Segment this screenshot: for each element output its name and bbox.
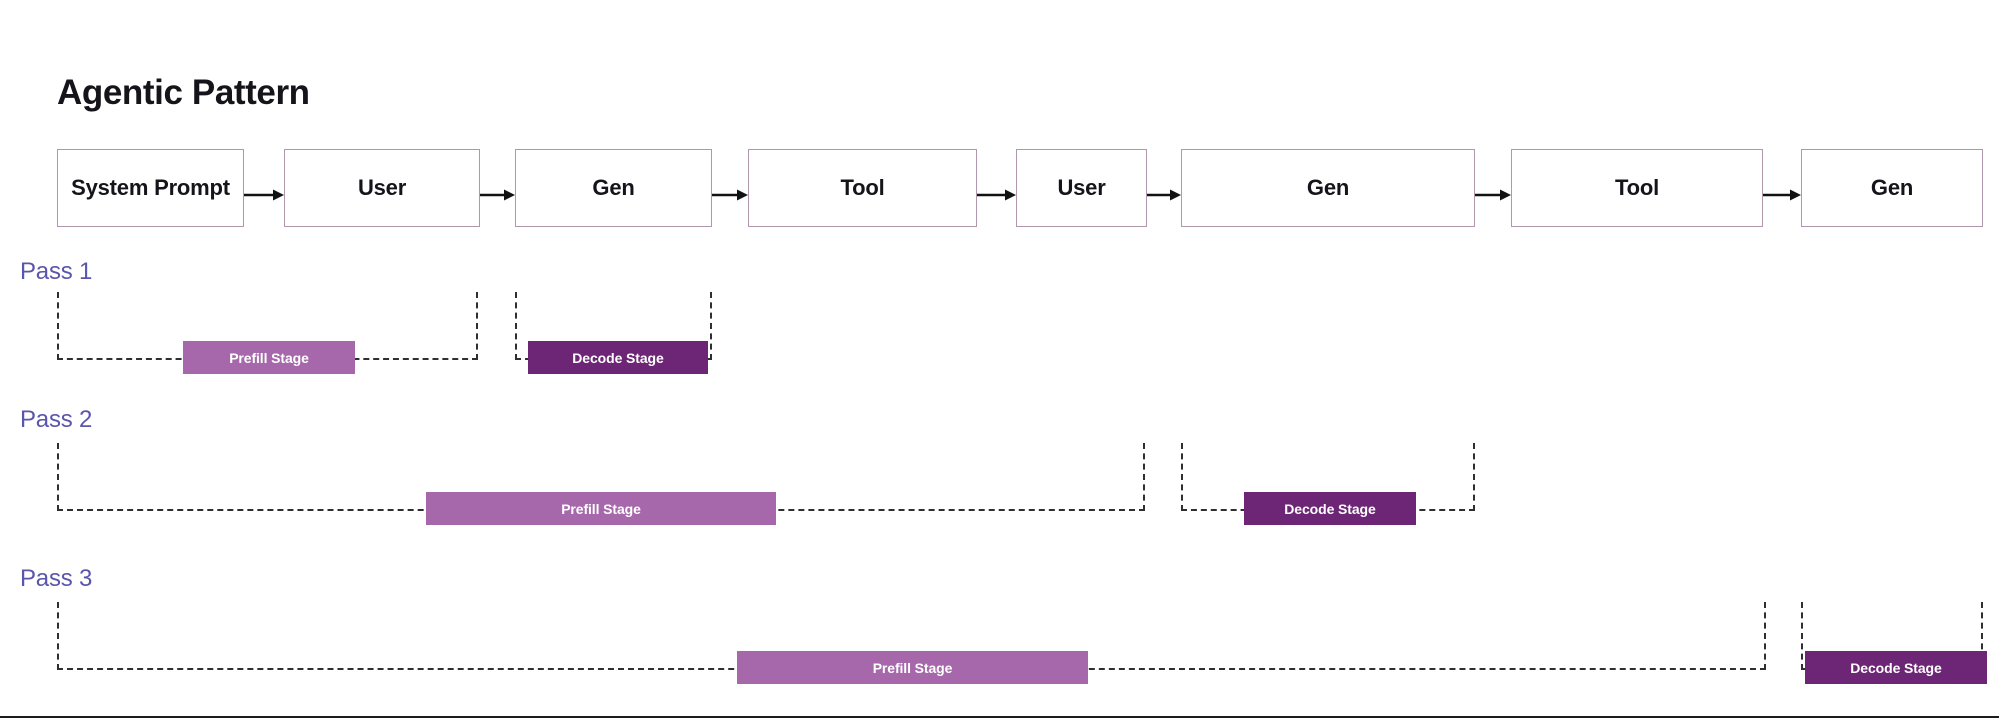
stage-box-user[interactable]: User	[284, 149, 480, 227]
stage-box-label: Gen	[592, 175, 635, 200]
prefill-stage-bar[interactable]: Prefill Stage	[183, 341, 355, 374]
prefill-stage-bar-label: Prefill Stage	[229, 349, 309, 366]
prefill-stage-bar-label: Prefill Stage	[872, 659, 953, 676]
right-arrow-icon	[977, 188, 1016, 202]
stage-box-system-prompt[interactable]: System Prompt	[57, 149, 244, 227]
prefill-stage-bar-label: Prefill Stage	[561, 500, 641, 517]
pass-label-1: Pass 1	[20, 258, 93, 285]
decode-stage-bar-label: Decode Stage	[1284, 500, 1376, 517]
right-arrow-icon	[1147, 188, 1181, 202]
stage-box-user[interactable]: User	[1016, 149, 1147, 227]
pass-label-2: Pass 2	[20, 406, 93, 433]
stage-box-label: User	[357, 175, 407, 200]
decode-stage-bar[interactable]: Decode Stage	[528, 341, 708, 374]
bottom-divider	[0, 716, 1999, 718]
stage-box-label: Gen	[1870, 175, 1914, 200]
prefill-stage-bar[interactable]: Prefill Stage	[426, 492, 776, 525]
decode-stage-bar-label: Decode Stage	[1850, 659, 1942, 676]
decode-stage-bar[interactable]: Decode Stage	[1805, 651, 1987, 684]
prefill-stage-bar[interactable]: Prefill Stage	[737, 651, 1088, 684]
page-title: Agentic Pattern	[57, 73, 310, 112]
stage-box-label: System Prompt	[71, 175, 230, 200]
stage-box-tool[interactable]: Tool	[748, 149, 977, 227]
pass-label-3: Pass 3	[20, 565, 93, 592]
decode-stage-bar[interactable]: Decode Stage	[1244, 492, 1416, 525]
right-arrow-icon	[1475, 188, 1511, 202]
right-arrow-icon	[480, 188, 515, 202]
decode-stage-bar-label: Decode Stage	[572, 349, 664, 366]
stage-box-label: User	[1057, 175, 1106, 200]
right-arrow-icon	[244, 188, 284, 202]
right-arrow-icon	[712, 188, 748, 202]
stage-box-label: Tool	[1615, 175, 1659, 200]
right-arrow-icon	[1763, 188, 1801, 202]
stage-box-label: Gen	[1306, 175, 1350, 200]
stage-box-label: Tool	[840, 175, 885, 200]
stage-box-gen[interactable]: Gen	[1801, 149, 1983, 227]
stage-box-gen[interactable]: Gen	[515, 149, 712, 227]
stage-box-tool[interactable]: Tool	[1511, 149, 1763, 227]
stage-box-gen[interactable]: Gen	[1181, 149, 1475, 227]
